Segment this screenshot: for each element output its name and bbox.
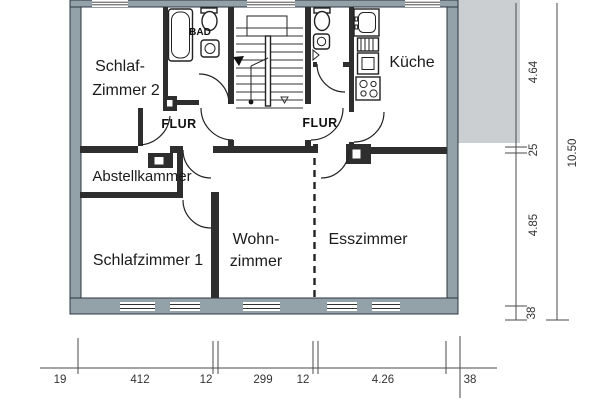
bathtub: [167, 8, 194, 62]
door-entry-left: [200, 107, 234, 141]
dim-right-464: 4.64: [528, 60, 540, 83]
bathroom-fixtures: [167, 7, 220, 62]
door-wc: [316, 63, 346, 93]
window: [120, 302, 155, 311]
label-wohnzimmer-line2: zimmer: [230, 253, 283, 270]
outer-wall-right: [446, 0, 459, 313]
door-entry-right: [310, 107, 344, 141]
dimension-chain-bottom: 19 412 12 299 12 4.26 38: [40, 336, 497, 398]
window: [92, 0, 128, 7]
label-abstellkammer: Abstellkammer: [92, 168, 191, 185]
door-arcs: [137, 63, 385, 229]
dim-bottom-412: 412: [130, 374, 149, 386]
window: [405, 0, 440, 7]
room-labels: Schlaf- Zimmer 2 BAD Küche FLUR FLUR Abs…: [92, 27, 435, 270]
dim-bottom-38: 38: [464, 374, 477, 386]
label-esszimmer: Esszimmer: [328, 231, 408, 248]
window: [372, 302, 400, 311]
walkline-arrow: [233, 56, 244, 66]
interior-walls: [80, 7, 447, 298]
dim-right-485: 4.85: [528, 214, 540, 236]
dim-bottom-299: 299: [253, 374, 272, 386]
oven: [356, 52, 380, 75]
chimney-blocks: [148, 96, 371, 168]
door-kueche: [353, 111, 385, 143]
dim-right-38: 38: [526, 307, 538, 320]
dim-bottom-12b: 12: [297, 374, 310, 386]
stove: [355, 76, 381, 101]
label-flur-right: FLUR: [302, 116, 337, 130]
staircase: [233, 15, 303, 109]
door-schlafzimmer1: [182, 199, 212, 229]
dim-bottom-426: 4.26: [372, 374, 394, 386]
label-schlafzimmer2-line1: Schlaf-: [95, 58, 145, 75]
stair-stringer: [264, 35, 272, 107]
dim-bottom-19: 19: [54, 374, 67, 386]
toilet: [313, 10, 331, 32]
windows-top: [92, 0, 440, 7]
kitchen-fixtures: [353, 8, 381, 101]
windows-bottom: [120, 302, 400, 311]
door-wedge: [312, 48, 320, 62]
window: [327, 302, 357, 311]
stair-marker: [280, 96, 289, 104]
dim-bottom-12a: 12: [200, 374, 213, 386]
window: [247, 0, 295, 7]
stair-landing: [246, 15, 288, 37]
door-esszimmer: [320, 149, 350, 179]
toilet: [201, 10, 218, 32]
dimension-chain-right: 4.64 25 4.85 38 10.50: [505, 3, 579, 321]
label-wohnzimmer-line1: Wohn-: [233, 231, 280, 248]
neighbor-unit-area: [458, 0, 520, 143]
label-schlafzimmer1: Schlafzimmer 1: [93, 252, 203, 269]
label-bad: BAD: [189, 27, 211, 38]
label-schlafzimmer2-line2: Zimmer 2: [92, 82, 160, 99]
door-bad: [198, 73, 230, 105]
dim-right-total-1050: 10.50: [567, 139, 579, 168]
dim-right-25: 25: [528, 144, 540, 157]
window: [170, 302, 200, 311]
outer-wall-left: [69, 0, 82, 313]
label-flur-left: FLUR: [161, 117, 196, 131]
sink: [200, 39, 220, 58]
window: [243, 302, 280, 311]
wc-fixtures: [312, 7, 331, 62]
sink: [312, 33, 331, 50]
door-schlafzimmer2: [137, 115, 171, 146]
door-corridor: [182, 149, 212, 179]
label-kueche: Küche: [389, 54, 434, 71]
